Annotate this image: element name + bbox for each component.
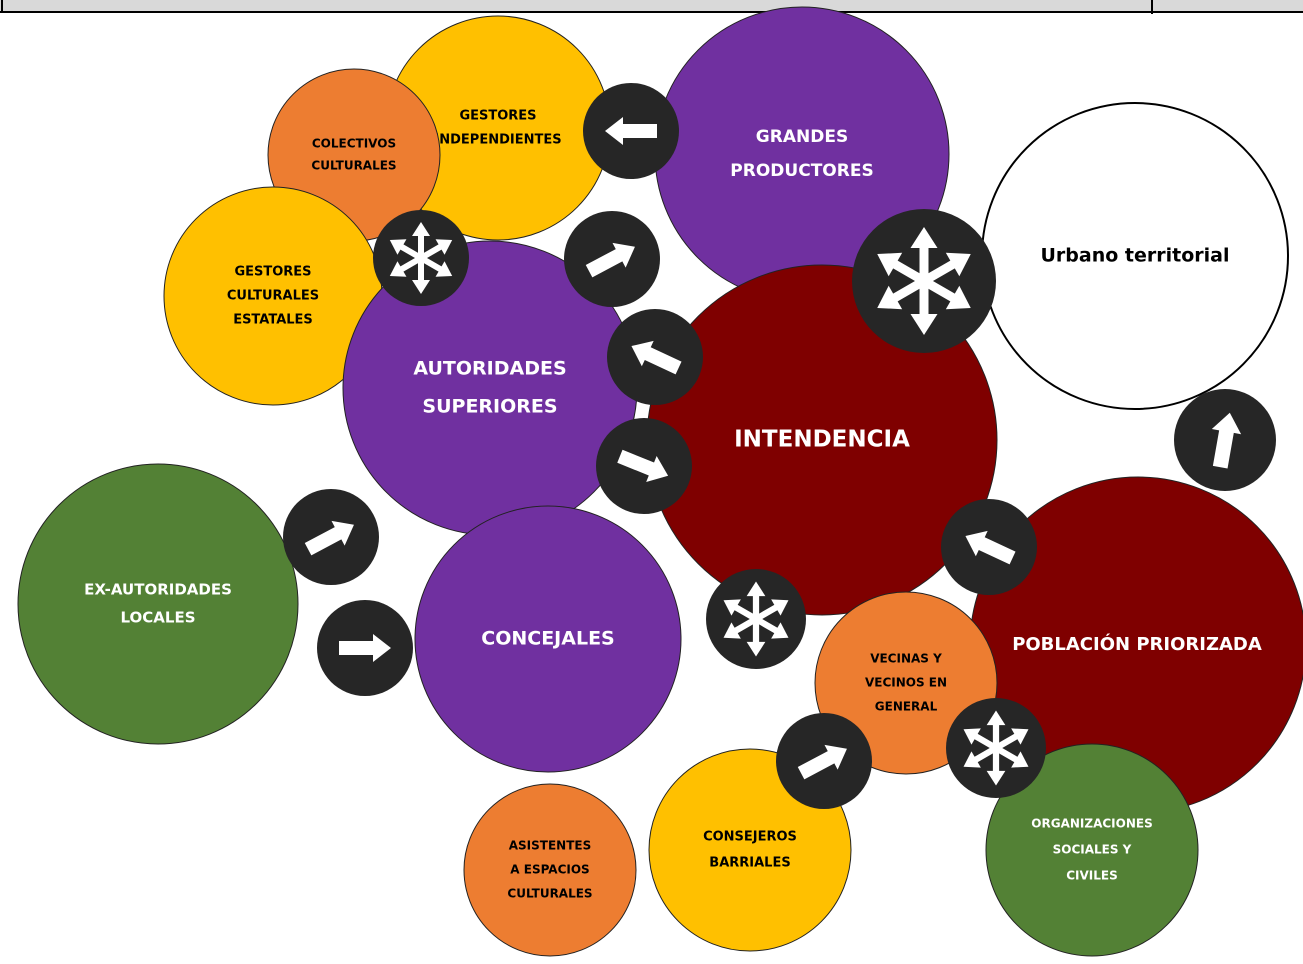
actor-label-line: POBLACIÓN PRIORIZADA	[1012, 633, 1262, 655]
actor-label-line: SOCIALES Y	[1053, 843, 1132, 857]
actor-ex-autoridades-locales: EX-AUTORIDADES LOCALES	[17, 463, 299, 745]
actor-label-line: ASISTENTES	[509, 839, 592, 853]
actor-label-line: ORGANIZACIONES	[1031, 817, 1152, 831]
actor-label-line: A ESPACIOS	[510, 863, 589, 877]
actor-label-line: ESTATALES	[233, 313, 313, 328]
actor-label-line: PRODUCTORES	[730, 161, 873, 181]
actor-organizaciones-sociales: ORGANIZACIONES SOCIALES Y CIVILES	[985, 743, 1199, 957]
arrow-icon	[283, 489, 379, 585]
actor-label-line: VECINAS Y	[870, 652, 942, 666]
actor-autoridades-superiores: AUTORIDADES SUPERIORES	[342, 240, 638, 536]
connectors-layer	[283, 83, 1276, 809]
arrow-icon	[596, 418, 692, 514]
actor-label-line: GENERAL	[875, 700, 938, 714]
actor-label-line: LOCALES	[121, 609, 196, 627]
actor-label-line: CULTURALES	[311, 159, 396, 173]
actor-label-line: INTENDENCIA	[734, 427, 910, 453]
arrow-icon	[607, 309, 703, 405]
actor-label-line: CONSEJEROS	[703, 830, 797, 845]
actor-label-line: GESTORES	[234, 265, 311, 280]
actor-label-line: CIVILES	[1066, 869, 1118, 883]
actor-label-line: GESTORES	[459, 109, 536, 124]
actor-label-line: BARRIALES	[709, 856, 790, 871]
multi-arrow-icon	[706, 569, 806, 669]
actor-label-line: COLECTIVOS	[312, 137, 396, 151]
actor-intendencia: INTENDENCIA	[646, 264, 998, 616]
multi-arrow-icon	[852, 209, 996, 353]
actor-label-line: VECINOS EN	[865, 676, 947, 690]
arrow-icon	[564, 211, 660, 307]
actor-label-line: CONCEJALES	[481, 628, 614, 650]
actor-asistentes-espacios: ASISTENTES A ESPACIOS CULTURALES	[463, 783, 637, 957]
bubbles-layer: GESTORES INDEPENDIENTES COLECTIVOS CULTURAL…	[17, 6, 1303, 957]
actor-concejales: CONCEJALES	[414, 505, 682, 773]
actor-label-line: SUPERIORES	[422, 396, 557, 418]
arrow-icon	[941, 499, 1037, 595]
actor-circle	[17, 463, 299, 745]
arrow-icon	[583, 83, 679, 179]
actor-circle	[985, 743, 1199, 957]
actor-label-line: AUTORIDADES	[413, 358, 566, 380]
actor-label-line: GRANDES	[756, 127, 848, 147]
actor-label-line: CULTURALES	[507, 887, 592, 901]
actor-label-line: Urbano territorial	[1041, 245, 1230, 267]
actor-label-line: CULTURALES	[227, 289, 319, 304]
multi-arrow-icon	[946, 698, 1046, 798]
actor-circle	[414, 505, 682, 773]
arrow-icon	[317, 600, 413, 696]
actor-circle	[463, 783, 637, 957]
actor-urbano-territorial: Urbano territorial	[981, 102, 1289, 410]
multi-arrow-icon	[373, 210, 469, 306]
actor-label-line: INDEPENDIENTES	[434, 133, 561, 148]
arrow-icon	[776, 713, 872, 809]
arrow-icon	[1174, 389, 1276, 491]
actor-label-line: EX-AUTORIDADES	[84, 581, 232, 599]
top-border	[0, 0, 1303, 14]
